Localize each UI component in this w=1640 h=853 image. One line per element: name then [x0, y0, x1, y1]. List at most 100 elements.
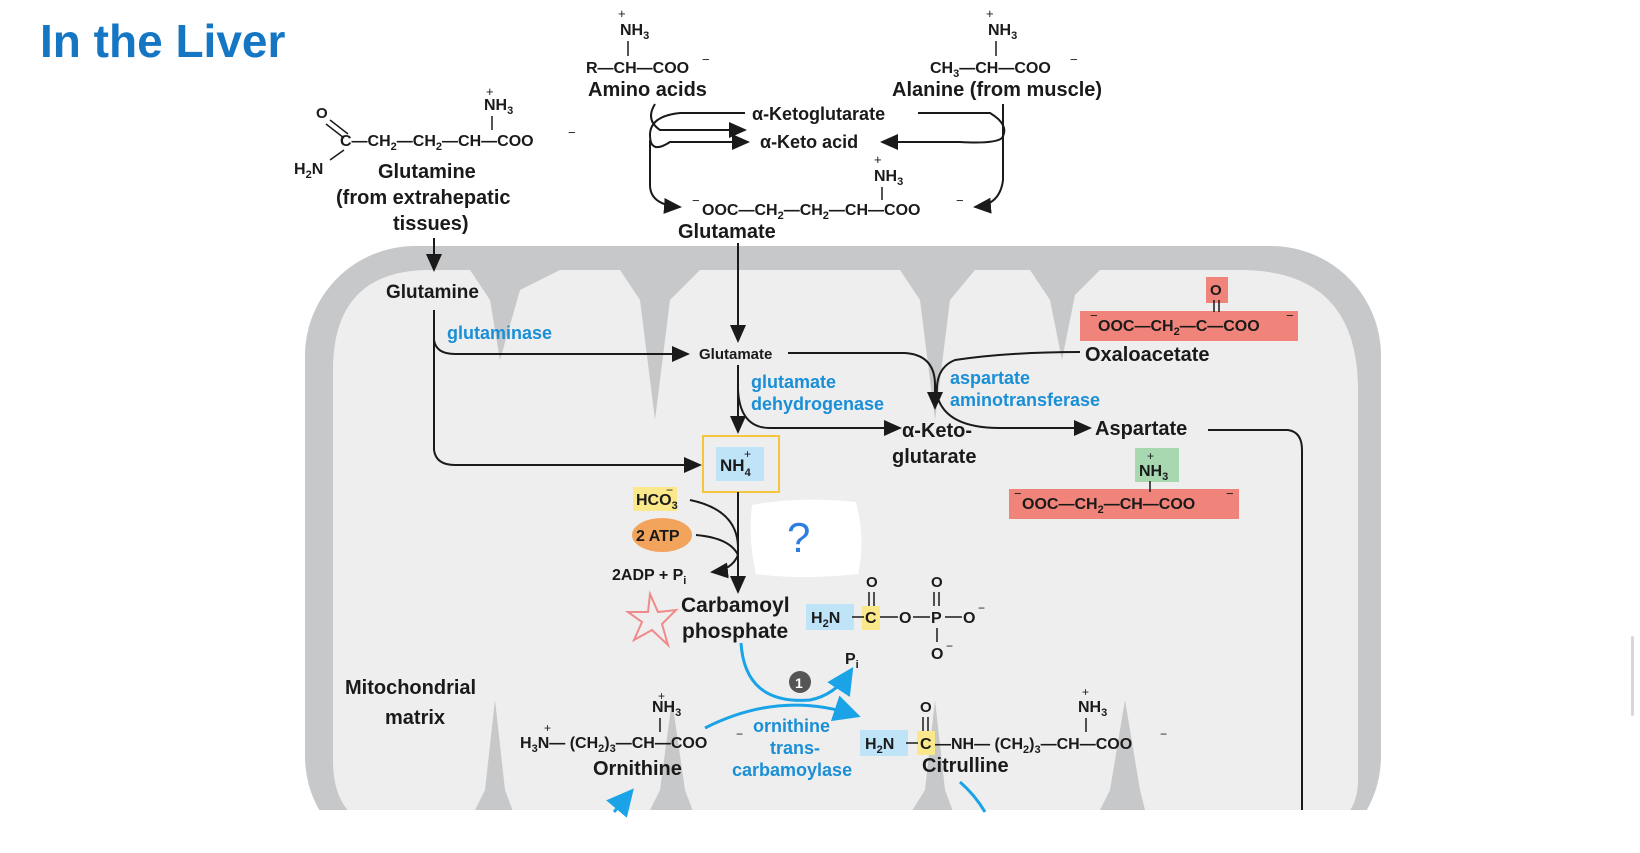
svg-text:+: +	[986, 6, 994, 21]
glutamate-inner: Glutamate	[699, 346, 772, 363]
glutamine-inner: Glutamine	[386, 282, 479, 303]
svg-text:+: +	[544, 721, 551, 735]
svg-text:H2N: H2N	[865, 736, 894, 756]
svg-text:carbamoylase: carbamoylase	[732, 760, 852, 780]
ast-label-1: aspartate	[950, 368, 1030, 388]
aspartate-structure: Aspartate + NH3 − OOC—CH2—CH—COO −	[1009, 418, 1303, 810]
svg-text:H2N: H2N	[811, 610, 840, 630]
svg-text:C—CH2—CH2—CH—COO: C—CH2—CH2—CH—COO	[340, 133, 534, 153]
gdh-label-2: dehydrogenase	[751, 394, 884, 414]
svg-text:O: O	[963, 610, 975, 627]
gdh-label-1: glutamate	[751, 372, 836, 392]
ornithine-name: Ornithine	[593, 758, 682, 780]
svg-text:Glutamine: Glutamine	[378, 161, 476, 183]
svg-text:−: −	[1070, 52, 1078, 67]
svg-text:O: O	[931, 646, 943, 663]
svg-text:NH3: NH3	[484, 97, 513, 117]
step-number: 1	[795, 675, 803, 691]
svg-text:+: +	[1147, 449, 1154, 463]
citrulline-name: Citrulline	[922, 755, 1009, 777]
svg-text:ornithine: ornithine	[753, 716, 830, 736]
alanine-structure: + NH3 CH3—CH—COO − Alanine (from muscle)	[892, 6, 1102, 101]
matrix-label-1: Mitochondrial	[345, 677, 476, 699]
svg-text:OOC—CH2—CH2—CH—COO: OOC—CH2—CH2—CH—COO	[702, 202, 920, 222]
hco3-highlight	[633, 487, 677, 511]
adp-label: 2ADP + Pi	[612, 567, 686, 587]
amino-acids-name: Amino acids	[588, 79, 707, 101]
svg-text:phosphate: phosphate	[682, 620, 788, 643]
alpha-keto-acid: α-Keto acid	[760, 132, 858, 152]
svg-text:NH4: NH4	[720, 456, 752, 479]
svg-text:−: −	[666, 483, 673, 497]
ast-label-2: aminotransferase	[950, 390, 1100, 410]
svg-text:NH3: NH3	[988, 22, 1017, 42]
svg-text:P: P	[931, 610, 942, 627]
svg-text:O: O	[931, 574, 943, 591]
atp-bubble	[632, 518, 692, 552]
atp-label: 2 ATP	[636, 528, 680, 545]
svg-text:−: −	[1090, 308, 1098, 323]
amino-backbone: R—CH—COO	[586, 60, 689, 77]
svg-text:−: −	[978, 601, 985, 615]
pi-label: Pi	[845, 651, 859, 671]
svg-text:−: −	[1014, 486, 1022, 501]
svg-text:+: +	[658, 689, 665, 703]
carbamoyl-phosphate: Carbamoyl phosphate H2N C O O P O O − O …	[624, 574, 985, 671]
svg-text:−: −	[692, 193, 700, 208]
svg-text:−: −	[956, 193, 964, 208]
svg-text:NH3: NH3	[1139, 463, 1168, 483]
alpha-keto-2: glutarate	[892, 446, 976, 468]
svg-text:O: O	[920, 699, 932, 716]
svg-text:(from extrahepatic: (from extrahepatic	[336, 187, 511, 209]
aspartate-name: Aspartate	[1095, 418, 1187, 440]
svg-text:−: −	[1226, 486, 1234, 501]
charge-plus: +	[618, 6, 626, 21]
svg-text:trans-: trans-	[770, 738, 820, 758]
svg-text:Carbamoyl: Carbamoyl	[681, 594, 790, 617]
svg-text:H3N— (CH2)3—CH—COO: H3N— (CH2)3—CH—COO	[520, 735, 707, 755]
ornithine-structure: + H3N— (CH2)3—CH—COO − + NH3 Ornithine	[520, 689, 743, 780]
page-title: In the Liver	[40, 15, 286, 67]
ammonium-box: NH4 +	[702, 435, 780, 493]
svg-text:NH3: NH3	[1078, 699, 1107, 719]
svg-text:—NH— (CH2)3—CH—COO: —NH— (CH2)3—CH—COO	[935, 736, 1132, 756]
svg-text:OOC—CH2—C—COO: OOC—CH2—C—COO	[1098, 318, 1260, 338]
svg-text:OOC—CH2—CH—COO: OOC—CH2—CH—COO	[1022, 496, 1195, 516]
svg-text:NH3: NH3	[652, 699, 681, 719]
scrollbar[interactable]	[1631, 636, 1634, 716]
oxaloacetate-name: Oxaloacetate	[1085, 344, 1210, 366]
glutamate-top-name: Glutamate	[678, 221, 776, 243]
alanine-name: Alanine (from muscle)	[892, 79, 1102, 101]
cover-patch	[750, 499, 862, 577]
svg-text:+: +	[874, 152, 882, 167]
svg-text:NH3: NH3	[874, 168, 903, 188]
svg-text:C: C	[865, 610, 877, 627]
svg-text:O: O	[1210, 282, 1222, 299]
glutamate-top-structure: + NH3 − OOC—CH2—CH2—CH—COO − Glutamate	[678, 152, 964, 243]
svg-text:−: −	[702, 52, 710, 67]
star-icon	[624, 590, 679, 649]
svg-text:+: +	[1082, 685, 1089, 699]
glutamine-ext-structure: O + NH3 C—CH2—CH2—CH—COO − H2N Glutamine…	[294, 84, 576, 235]
hco3-label: HCO3	[636, 492, 678, 512]
svg-text:−: −	[1160, 727, 1167, 741]
svg-text:O: O	[866, 574, 878, 591]
amino-acids-structure: + NH3 R—CH—COO − Amino acids	[586, 6, 710, 101]
svg-text:−: −	[568, 125, 576, 140]
svg-text:O: O	[316, 105, 328, 122]
question-mark: ?	[787, 514, 810, 561]
svg-text:H2N: H2N	[294, 161, 323, 181]
matrix-label-2: matrix	[385, 707, 445, 729]
alpha-keto-1: α-Keto-	[902, 420, 972, 442]
svg-text:O: O	[899, 610, 911, 627]
svg-text:−: −	[946, 639, 953, 653]
svg-text:tissues): tissues)	[393, 213, 469, 235]
transamination-loop	[648, 103, 1006, 214]
svg-text:+: +	[744, 447, 751, 461]
glutaminase-label: glutaminase	[447, 323, 552, 343]
citrulline-structure: H2N C O —NH— (CH2)3—CH—COO − + NH3 Citru…	[860, 685, 1167, 777]
amino-nh3: NH3	[620, 22, 649, 42]
svg-text:−: −	[1286, 308, 1294, 323]
alpha-ketoglutarate-top: α-Ketoglutarate	[752, 104, 885, 124]
